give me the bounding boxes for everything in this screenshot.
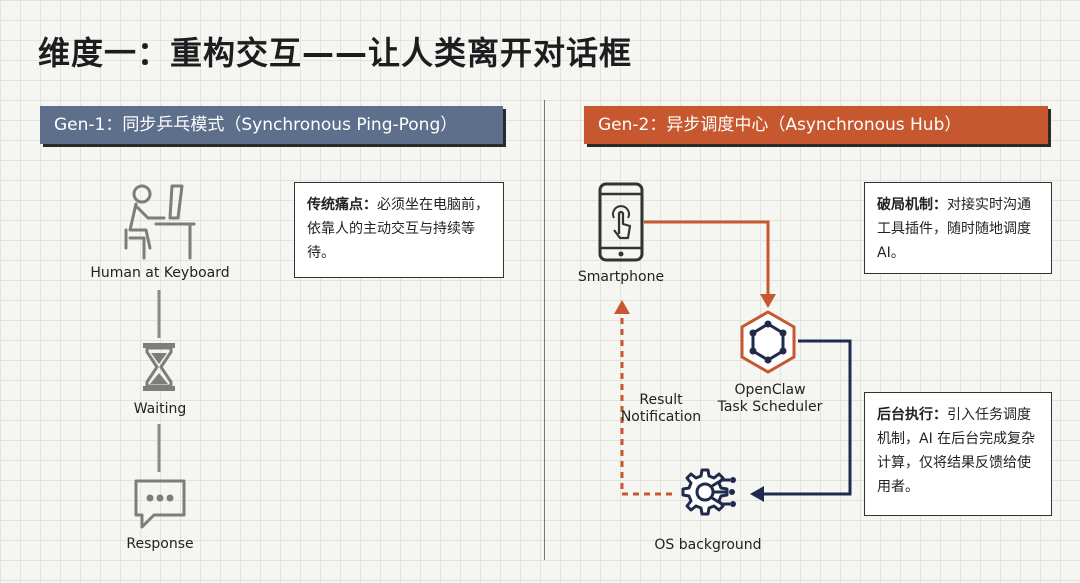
gear-circuit-icon [681,468,736,516]
chat-bubble-icon [134,479,186,529]
os-background-label: OS background [654,537,762,553]
result-arrowhead [614,300,630,314]
pain-point-note: 传统痛点：必须坐在电脑前，依靠人的主动交互与持续等待。 [294,182,504,278]
note-heading: 传统痛点： [307,197,377,213]
result-label-line2: Notification [620,409,702,425]
human-label: Human at Keyboard [90,265,230,281]
dispatch-arrow [644,220,770,298]
execute-arrow [762,339,852,496]
scheduler-label-line1: OpenClaw [734,382,806,398]
person-at-desk-icon [124,184,196,260]
result-label-line1: Result [639,392,683,408]
result-notification-label: Result Notification [606,392,716,426]
result-arrow [620,312,672,496]
scheduler-label: OpenClaw Task Scheduler [700,382,840,416]
page-title: 维度一：重构交互——让人类离开对话框 [38,34,633,72]
dispatch-arrowhead [760,294,776,308]
note-text: 对接实时沟通工具插件，随时随地调度 AI。 [877,197,1031,261]
hourglass-icon [143,343,175,391]
scheduler-label-line2: Task Scheduler [717,399,823,415]
note-text: 引入任务调度机制，AI 在后台完成复杂计算，仅将结果反馈给使用者。 [877,407,1036,495]
note-heading: 破局机制： [877,197,947,213]
note-heading: 后台执行： [877,407,947,423]
background-exec-note: 后台执行：引入任务调度机制，AI 在后台完成复杂计算，仅将结果反馈给使用者。 [864,392,1052,516]
hexagon-network-icon [740,310,796,374]
waiting-label: Waiting [133,401,187,417]
mechanism-note: 破局机制：对接实时沟通工具插件，随时随地调度 AI。 [864,182,1052,274]
response-label: Response [126,536,194,552]
smartphone-touch-icon [598,182,644,262]
note-text: 必须坐在电脑前，依靠人的主动交互与持续等待。 [307,197,489,261]
gen2-header: Gen-2：异步调度中心（Asynchronous Hub） [584,106,1048,144]
smartphone-label: Smartphone [577,269,665,285]
gen1-header: Gen-1：同步乒乓模式（Synchronous Ping-Pong） [40,106,503,144]
panel-divider [544,100,545,560]
execute-arrowhead [750,486,764,502]
